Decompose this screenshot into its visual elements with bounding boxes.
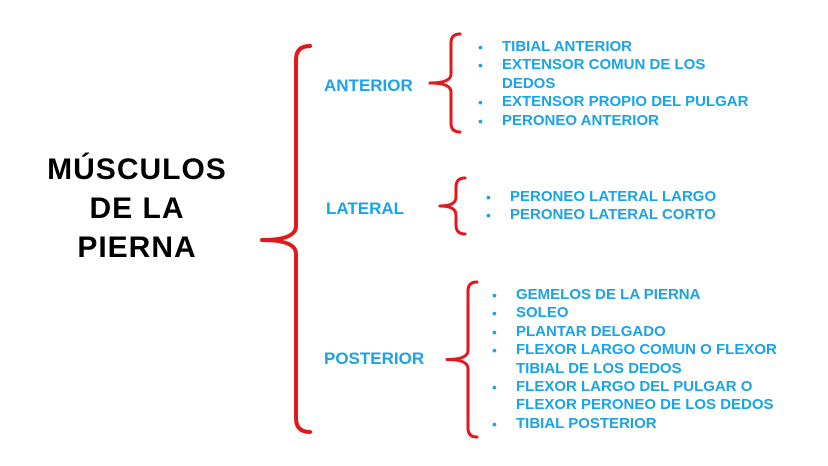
- root-title-line: PIERNA: [77, 231, 197, 264]
- muscle-item: TIBIAL ANTERIOR: [502, 38, 632, 55]
- bullet-icon: •: [492, 379, 497, 395]
- category-label: POSTERIOR: [324, 349, 425, 368]
- muscle-item: FLEXOR PERONEO DE LOS DEDOS: [516, 396, 774, 414]
- category-brace: [438, 176, 467, 236]
- muscle-item: FLEXOR LARGO DEL PULGAR O: [516, 378, 753, 395]
- bullet-icon: •: [492, 287, 497, 303]
- root-title: MÚSCULOS DE LA PIERNA: [22, 150, 252, 267]
- bullet-icon: •: [478, 94, 483, 111]
- root-title-line: DE LA: [89, 192, 185, 225]
- muscle-item: PERONEO ANTERIOR: [502, 111, 659, 129]
- category-label: ANTERIOR: [324, 76, 413, 95]
- bullet-icon: •: [478, 57, 483, 74]
- muscle-item: TIBIAL POSTERIOR: [516, 414, 657, 432]
- muscle-item: EXTENSOR PROPIO DEL PULGAR: [502, 93, 749, 111]
- category-label: LATERAL: [326, 199, 405, 218]
- muscle-item: SOLEO: [516, 304, 569, 322]
- muscle-item: EXTENSOR COMUN DE LOS: [502, 56, 706, 74]
- muscle-item: PERONEO LATERAL LARGO: [510, 188, 717, 205]
- bullet-icon: •: [492, 415, 497, 432]
- muscle-item: GEMELOS DE LA PIERNA: [516, 286, 701, 303]
- bullet-icon: •: [478, 112, 483, 129]
- muscle-item: DEDOS: [502, 74, 556, 92]
- muscle-item: PERONEO LATERAL CORTO: [510, 206, 716, 224]
- bullet-icon: •: [492, 342, 497, 359]
- category-brace: [428, 32, 462, 134]
- muscle-item: PLANTAR DELGADO: [516, 322, 666, 340]
- bullet-icon: •: [492, 323, 497, 340]
- main-brace: [260, 44, 312, 434]
- bullet-icon: •: [478, 39, 483, 55]
- bullet-icon: •: [486, 189, 491, 205]
- muscle-item: FLEXOR LARGO COMUN O FLEXOR: [516, 341, 777, 359]
- category-brace: [445, 280, 479, 439]
- root-title-line: MÚSCULOS: [47, 153, 227, 186]
- bullet-icon: •: [492, 305, 497, 322]
- bullet-icon: •: [486, 207, 491, 224]
- muscle-item: TIBIAL DE LOS DEDOS: [516, 359, 682, 377]
